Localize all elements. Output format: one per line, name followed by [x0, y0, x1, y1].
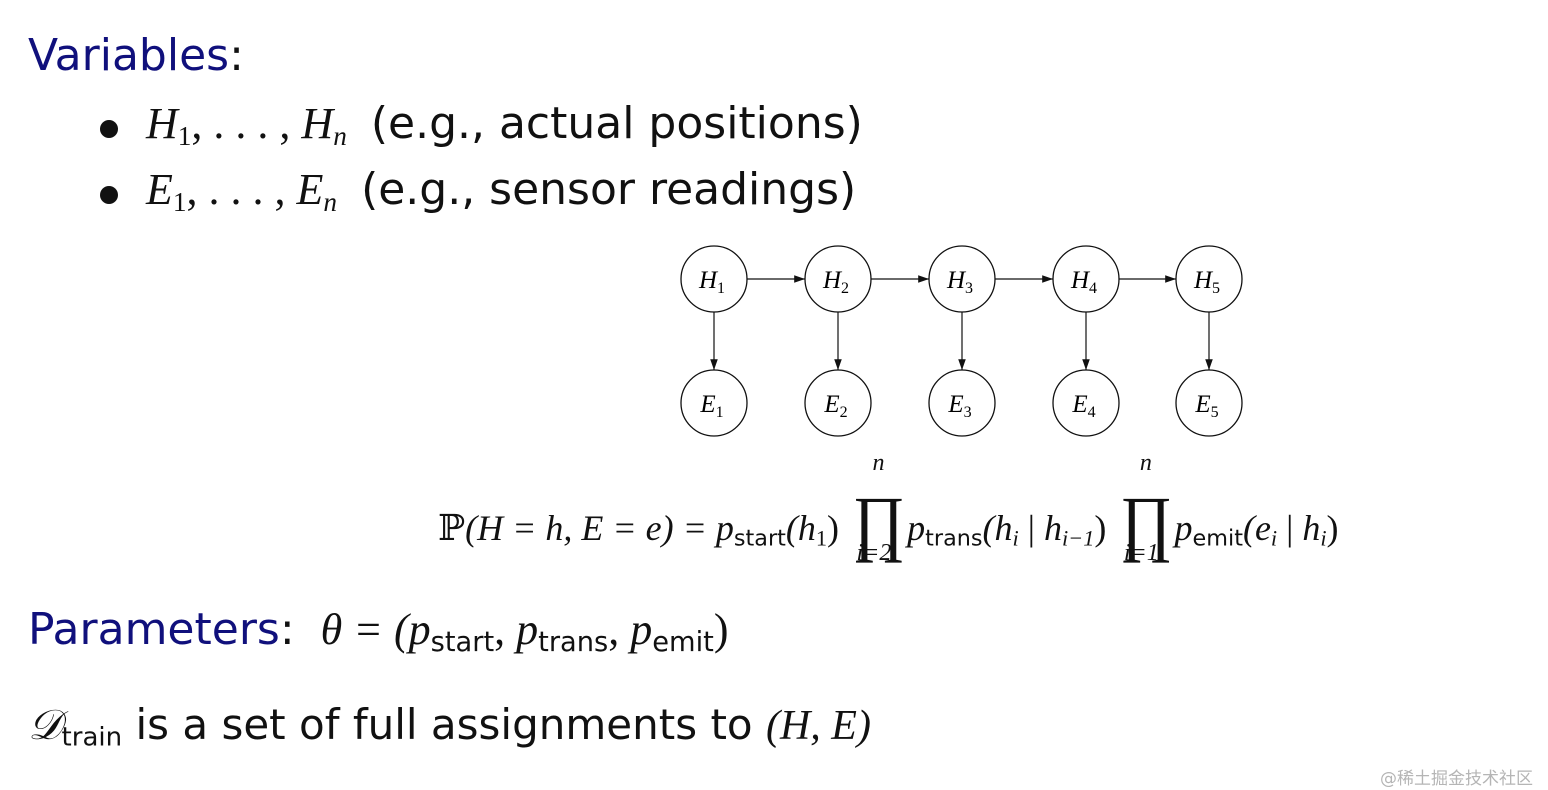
bullet-note: (e.g., actual positions) — [370, 98, 863, 149]
product-symbol: ∏ — [852, 481, 906, 564]
math-var: H — [146, 99, 178, 148]
parameters-line: Parameters: θ = (pstart, ptrans, pemit) — [28, 604, 729, 658]
emit-subscript: emit — [1192, 525, 1243, 552]
bullet-note: (e.g., sensor readings) — [361, 164, 857, 215]
evidence-node-4: E4 — [1052, 369, 1120, 437]
math-dots: , . . . , — [186, 165, 297, 214]
evidence-node-1: E1 — [680, 369, 748, 437]
bullet-item-evidence: E1, . . . , En (e.g., sensor readings) — [146, 164, 856, 215]
math-sub: 1 — [172, 186, 187, 217]
emit-arg-sub: i — [1270, 525, 1278, 551]
p-emit: p — [1174, 508, 1193, 548]
close-paren: ) — [1326, 508, 1339, 548]
trans-arg-sub: i — [1012, 525, 1019, 551]
product-1: ∏ n i=2 — [852, 450, 905, 566]
prob-symbol: ℙ — [438, 508, 466, 548]
node-label: E5 — [1194, 391, 1218, 421]
node-label: H1 — [698, 267, 725, 297]
emit-arg: h — [1302, 508, 1321, 548]
trans-arg: h — [1043, 508, 1062, 548]
variables-label: Variables — [28, 30, 230, 81]
hidden-node-5: H5 — [1175, 245, 1243, 313]
hidden-node-2: H2 — [804, 245, 872, 313]
p-emit: p — [630, 605, 653, 654]
product-upper-limit: n — [1139, 450, 1152, 476]
product-lower-limit: i=2 — [856, 540, 892, 566]
product-symbol: ∏ — [1119, 481, 1173, 564]
node-label: H5 — [1193, 267, 1220, 297]
hidden-state-nodes: H1 H2 H3 H4 H5 — [680, 245, 1243, 313]
trans-subscript: trans — [925, 525, 983, 552]
dtrain-subscript: train — [61, 722, 123, 753]
bullet-item-hidden: H1, . . . , Hn (e.g., actual positions) — [146, 98, 863, 149]
math-sub: 1 — [177, 120, 192, 151]
trans-subscript: trans — [538, 626, 609, 658]
start-arg: (h — [785, 508, 816, 548]
p-trans: p — [907, 508, 926, 548]
parameters-colon: : — [279, 604, 295, 655]
close-paren: ) — [827, 508, 840, 548]
evidence-node-5: E5 — [1175, 369, 1243, 437]
hidden-node-1: H1 — [680, 245, 748, 313]
variables-heading: Variables: — [28, 30, 244, 81]
watermark-text: @稀土掘金技术社区 — [1380, 769, 1533, 789]
node-label: E4 — [1071, 391, 1095, 421]
emit-arg: (e — [1242, 508, 1271, 548]
parameters-label: Parameters — [28, 604, 280, 655]
evidence-nodes: E1 E2 E3 E4 E5 — [680, 369, 1243, 437]
node-label: H3 — [946, 267, 973, 297]
dtrain-args: (H, E) — [765, 703, 871, 749]
start-arg-sub: 1 — [815, 525, 828, 551]
p-trans: p — [516, 605, 539, 654]
math-var: E — [296, 165, 324, 214]
emit-subscript: emit — [652, 626, 714, 658]
product-2: ∏ n i=1 — [1120, 450, 1173, 566]
given-bar: | — [1277, 508, 1303, 548]
product-lower-limit: i=1 — [1123, 540, 1159, 566]
node-label: E1 — [699, 391, 723, 421]
p-start: p — [408, 605, 431, 654]
node-label: H4 — [1070, 267, 1097, 297]
emit-arg-sub: i — [1320, 525, 1327, 551]
math-sub: n — [323, 186, 338, 217]
dtrain-line: 𝒟train is a set of full assignments to (… — [28, 700, 871, 753]
start-subscript: start — [733, 525, 786, 552]
math-dots: , . . . , — [191, 99, 302, 148]
diagram-edges — [710, 275, 1213, 370]
node-label: E3 — [947, 391, 971, 421]
comma: , — [494, 605, 517, 654]
evidence-node-3: E3 — [928, 369, 996, 437]
formula-lhs: (H = h, E = e) = — [465, 508, 716, 548]
trans-arg-sub: i−1 — [1061, 525, 1095, 551]
theta-expr: θ = ( — [320, 605, 409, 654]
bullet-dot — [100, 186, 118, 204]
start-subscript: start — [430, 626, 495, 658]
dtrain-text: is a set of full assignments to — [122, 700, 766, 749]
given-bar: | — [1018, 508, 1044, 548]
math-sub: n — [333, 120, 347, 151]
comma: , — [608, 605, 631, 654]
node-label: E2 — [823, 391, 847, 421]
dtrain-symbol: 𝒟 — [28, 703, 62, 749]
product-upper-limit: n — [872, 450, 885, 476]
joint-probability-formula: ℙ(H = h, E = e) = pstart(h1) ∏ n i=2 ptr… — [438, 450, 1339, 566]
node-label: H2 — [822, 267, 849, 297]
evidence-node-2: E2 — [804, 369, 872, 437]
math-var: E — [146, 165, 173, 214]
close-paren: ) — [713, 605, 729, 654]
variables-colon: : — [229, 30, 244, 81]
trans-arg: (h — [982, 508, 1013, 548]
close-paren: ) — [1094, 508, 1107, 548]
hidden-node-4: H4 — [1052, 245, 1120, 313]
math-var: H — [301, 99, 334, 148]
bullet-dot — [100, 120, 118, 138]
hidden-node-3: H3 — [928, 245, 996, 313]
p-start: p — [715, 508, 734, 548]
